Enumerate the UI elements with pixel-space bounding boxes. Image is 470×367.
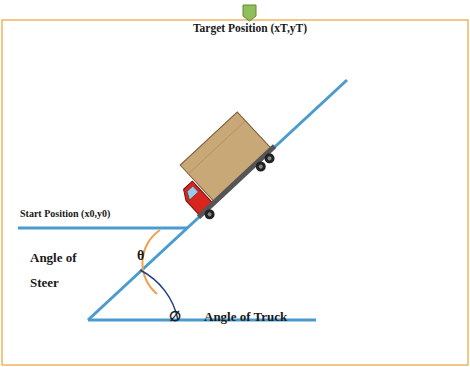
target-label: Target Position (xT,yT) bbox=[193, 22, 307, 34]
target-marker bbox=[243, 5, 256, 21]
slope-line bbox=[88, 80, 347, 320]
phi-symbol: ∅ bbox=[169, 308, 181, 325]
steer-angle-arc bbox=[142, 230, 160, 294]
truck-angle-label: Angle of Truck bbox=[204, 309, 287, 325]
start-label: Start Position (x0,y0) bbox=[20, 208, 110, 219]
start-line bbox=[18, 227, 187, 230]
steer-label: Angle of Steer bbox=[30, 245, 102, 295]
frame bbox=[2, 20, 468, 365]
theta-symbol: θ bbox=[137, 248, 144, 264]
truck bbox=[164, 109, 282, 225]
